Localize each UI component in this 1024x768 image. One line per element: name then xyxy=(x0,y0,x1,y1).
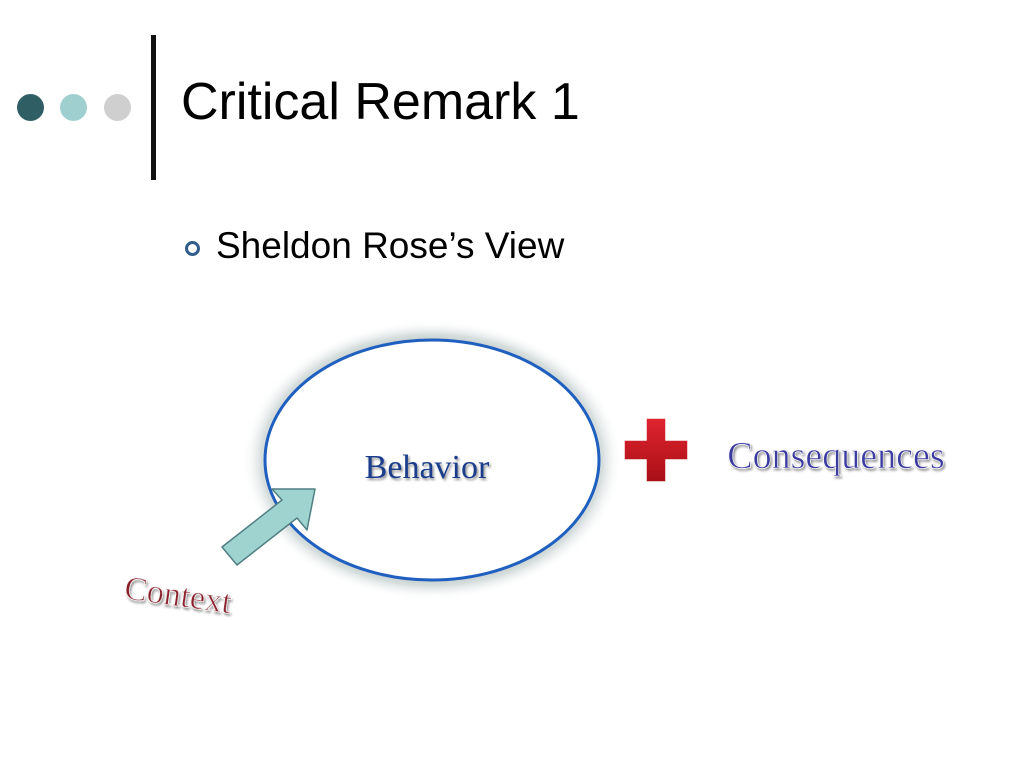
context-label: Context xyxy=(122,570,234,622)
slide-title: Critical Remark 1 xyxy=(181,73,580,131)
hollow-circle-bullet-icon xyxy=(185,240,200,256)
decorative-dot-dark xyxy=(17,94,44,121)
diagonal-arrow-icon xyxy=(221,488,316,566)
title-divider-bar xyxy=(151,35,156,180)
bullet-item: Sheldon Rose’s View xyxy=(185,224,564,268)
red-cross-plus-icon xyxy=(623,417,689,483)
decorative-dot-grey xyxy=(104,94,131,121)
bullet-text: Sheldon Rose’s View xyxy=(216,225,565,266)
behavior-label: Behavior xyxy=(365,449,490,486)
decorative-dot-teal xyxy=(60,94,87,121)
behavior-ellipse xyxy=(263,338,601,582)
consequences-label: Consequences xyxy=(727,435,944,477)
